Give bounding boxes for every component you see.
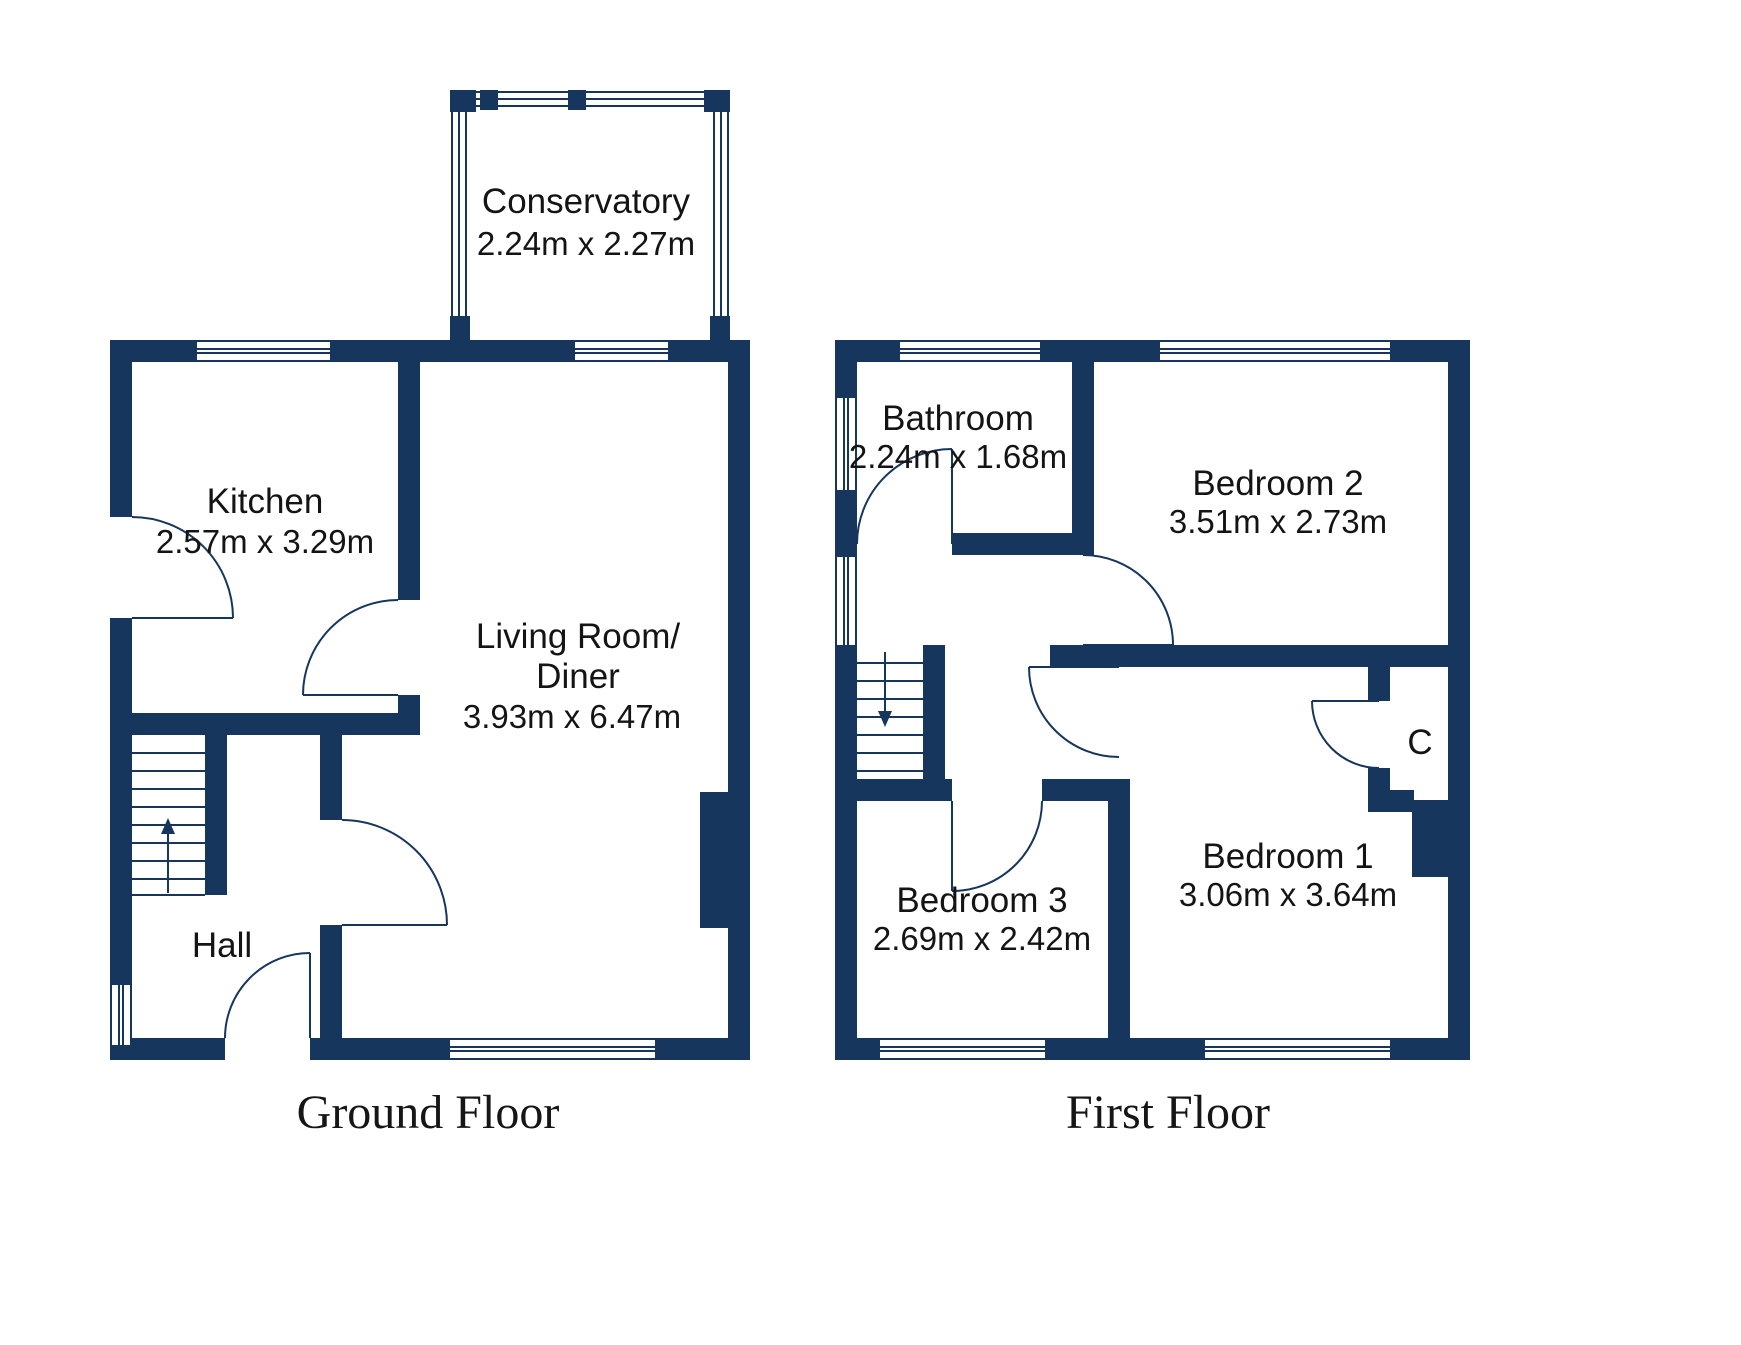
closet-door (1311, 700, 1380, 769)
kitchen-living-door (302, 599, 399, 696)
conservatory-label: Conservatory (482, 182, 691, 221)
staircase-down (857, 652, 923, 772)
side-window-upper (835, 398, 857, 490)
first-floor-windows (835, 340, 1390, 1060)
kitchen-label: Kitchen (207, 482, 324, 521)
conservatory-posts (450, 90, 730, 342)
bedroom1-label: Bedroom 1 (1202, 837, 1373, 876)
hall-window (110, 985, 132, 1045)
bathroom-dims: 2.24m x 1.68m (849, 438, 1067, 475)
conservatory-opening-window (575, 340, 668, 362)
chimney-breast (700, 792, 750, 928)
hall-label: Hall (192, 926, 252, 965)
first-floor-plan: Bathroom 2.24m x 1.68m Bedroom 2 3.51m x… (835, 340, 1470, 1139)
living-room-dims: 3.93m x 6.47m (463, 698, 681, 735)
ground-floor-title: Ground Floor (297, 1086, 560, 1139)
first-floor-doors (856, 448, 1380, 892)
bedroom1-window (1205, 1038, 1390, 1060)
conservatory-glazing-mid (458, 98, 722, 340)
ground-floor-doors (131, 516, 448, 1039)
kitchen-dims: 2.57m x 3.29m (156, 523, 374, 560)
stairs-down-arrow (878, 652, 892, 727)
bathroom-door (856, 448, 953, 545)
bedroom2-dims: 3.51m x 2.73m (1169, 503, 1387, 540)
ground-floor-walls (110, 340, 750, 1060)
ground-floor-plan: Conservatory 2.24m x 2.27m Kitchen 2.57m… (110, 90, 750, 1139)
bedroom1-door (1028, 666, 1120, 758)
conservatory-structure (450, 90, 730, 342)
hall-living-door (341, 819, 448, 926)
bathroom-window (900, 340, 1040, 362)
living-room-label-line1: Living Room/ (476, 617, 681, 656)
bedroom3-window (880, 1038, 1045, 1060)
living-room-window (450, 1038, 655, 1060)
side-window-stairs (835, 557, 857, 645)
bedroom1-dims: 3.06m x 3.64m (1179, 876, 1397, 913)
kitchen-side-door (131, 516, 234, 619)
kitchen-window (197, 340, 330, 362)
first-floor-title: First Floor (1066, 1086, 1270, 1139)
staircase-up (132, 752, 205, 896)
front-door (224, 952, 311, 1039)
bedroom2-label: Bedroom 2 (1192, 464, 1363, 503)
bedroom3-label: Bedroom 3 (896, 881, 1067, 920)
bedroom3-door (951, 800, 1043, 892)
stairs-up-arrow (161, 818, 175, 893)
closet-label: C (1407, 723, 1432, 762)
chimney-breast-first (1412, 800, 1470, 877)
bedroom2-door (1082, 554, 1174, 646)
bedroom3-dims: 2.69m x 2.42m (873, 920, 1091, 957)
living-room-label-line2: Diner (536, 657, 620, 696)
conservatory-dims: 2.24m x 2.27m (477, 225, 695, 262)
bathroom-label: Bathroom (882, 399, 1034, 438)
first-floor-walls (835, 340, 1470, 1060)
conservatory-glazing-outer (451, 91, 729, 340)
bedroom2-window (1160, 340, 1390, 362)
conservatory-glazing-inner (465, 105, 715, 340)
ground-floor-windows (110, 340, 668, 1060)
